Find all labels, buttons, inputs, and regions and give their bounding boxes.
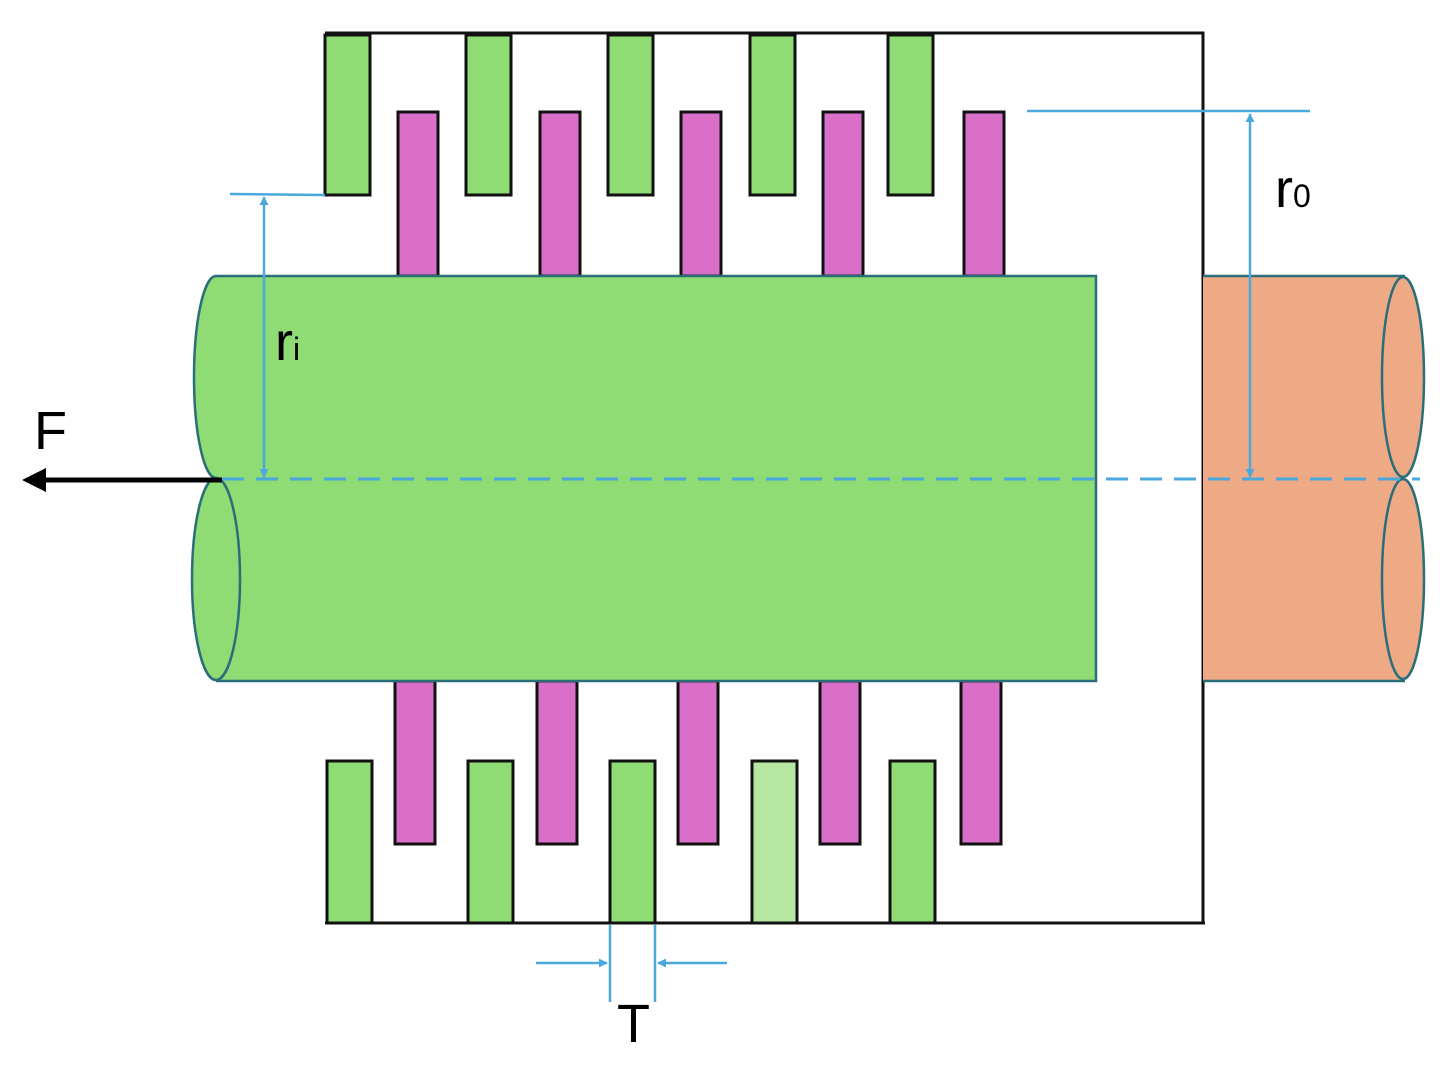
inner-cylinder-end-cap-lower — [190, 476, 242, 682]
bottom-rotor-plate — [535, 679, 579, 846]
top-rotor-plate — [396, 110, 440, 278]
thickness-label: T — [617, 994, 650, 1054]
outer-radius-label-sub: 0 — [1293, 178, 1311, 214]
inner-cylinder-edge — [216, 274, 1098, 683]
outer-shaft-body — [1203, 276, 1405, 681]
outer-radius-dimension — [1027, 109, 1310, 478]
top-stator-plate — [464, 33, 513, 197]
bottom-rotor-plate — [959, 679, 1003, 846]
bottom-stator-plates — [325, 759, 937, 925]
force-label: F — [34, 401, 67, 461]
inner-radius-label-main: r — [275, 312, 293, 372]
top-rotor-plate — [538, 110, 582, 278]
top-stator-plate — [323, 33, 372, 197]
inner-radius-dimension — [229, 192, 326, 478]
outer-radius-label-main: r — [1275, 159, 1293, 219]
top-stator-plates — [323, 33, 935, 197]
bottom-stator-plate — [888, 759, 937, 925]
top-stator-plate — [606, 33, 655, 197]
top-stator-plate — [748, 33, 797, 197]
inner-radius-label-sub: i — [293, 331, 300, 367]
bottom-stator-plate — [325, 759, 374, 925]
outer-radius-label: r0 — [1275, 159, 1311, 219]
outer-shaft-edge — [1203, 274, 1405, 683]
outer-shaft-end-cap-lower — [1380, 477, 1426, 681]
outer-shaft-end-cap-upper — [1380, 275, 1426, 479]
bottom-rotor-plate — [393, 679, 437, 846]
top-rotor-plate — [821, 110, 865, 278]
outer-shaft — [1203, 274, 1426, 683]
bottom-stator-plate — [466, 759, 515, 925]
force-arrow — [22, 468, 222, 492]
inner-radius-label: ri — [275, 312, 300, 372]
top-stator-plate — [886, 33, 935, 197]
bottom-stator-plate — [608, 759, 657, 925]
inner-radius-leader — [229, 192, 326, 197]
bottom-rotor-plate — [818, 679, 862, 846]
top-rotor-plate — [679, 110, 723, 278]
top-rotor-plate — [962, 110, 1006, 278]
bottom-rotor-plate — [676, 679, 720, 846]
bottom-stator-plate-highlight — [750, 759, 799, 925]
inner-cylinder-body — [216, 276, 1096, 681]
force-arrow-head — [22, 468, 46, 492]
thickness-dimension — [536, 925, 727, 1002]
